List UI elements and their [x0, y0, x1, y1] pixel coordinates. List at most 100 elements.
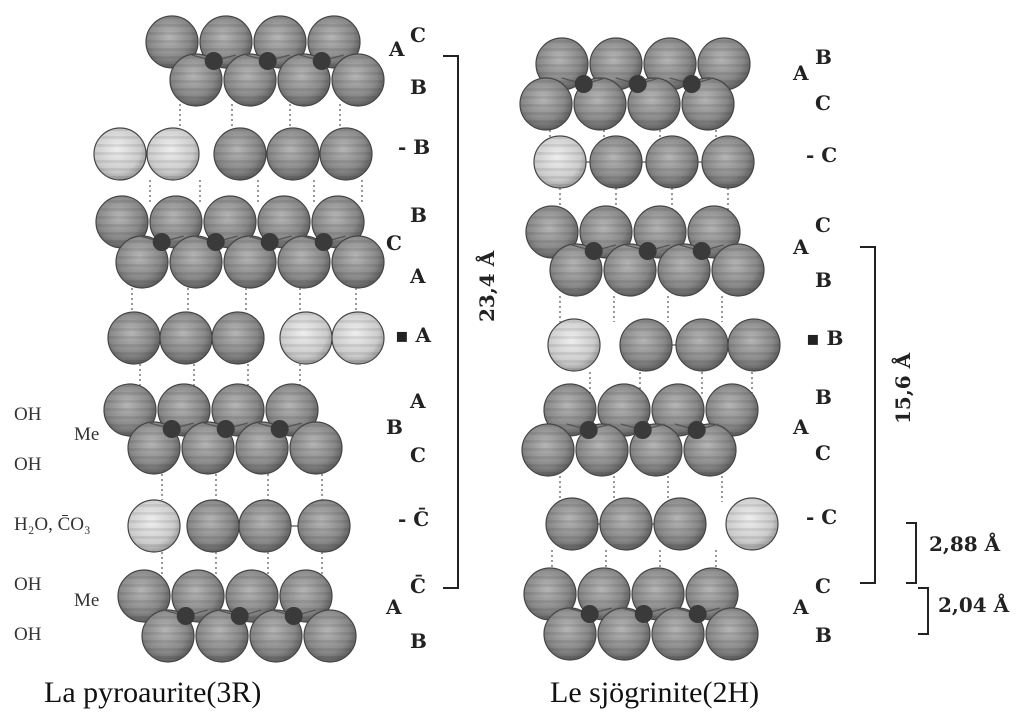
hydroxyl-atom: [651, 607, 705, 661]
anion-atom: [213, 127, 267, 181]
left-label-a1: A: [388, 37, 405, 61]
right-small-brackets: 2,88 Å 2,04 Å: [906, 522, 1010, 635]
anion-atom: [619, 318, 673, 372]
right-label-b3: B: [815, 268, 832, 292]
hydroxyl-atom: [521, 423, 575, 477]
hydroxyl-atom: [277, 235, 331, 289]
left-label-c5: C: [410, 443, 426, 467]
right-label-b5: B: [815, 385, 832, 409]
left-dimension-bracket: 23,4 Å: [443, 55, 499, 589]
anion-atom: [675, 318, 729, 372]
metal-atom: [152, 233, 171, 251]
anion-atom: [599, 497, 653, 551]
side-me-1: Me: [74, 424, 99, 445]
left-label-b7: B: [410, 629, 427, 653]
right-label-b4: ▪ B: [806, 326, 843, 350]
caption-sjogrinite: Le sjögrinite(2H): [550, 676, 759, 709]
caption-pyroaurite: La pyroaurite(3R): [44, 676, 261, 709]
hydroxyl-atom: [543, 607, 597, 661]
hydroxyl-atom: [169, 235, 223, 289]
hydroxyl-atom: [117, 569, 171, 623]
metal-atom: [633, 421, 652, 439]
water-molecule: [331, 311, 385, 365]
right-label-c1: C: [815, 91, 831, 115]
metal-atom: [692, 242, 711, 260]
hydroxyl-atom: [519, 77, 573, 131]
right-label-b1: B: [815, 45, 832, 69]
right-dimension-label: 15,6 Å: [891, 352, 915, 424]
hydroxyl-atom: [331, 53, 385, 107]
hydroxyl-atom: [535, 37, 589, 91]
hydroxyl-atom: [705, 383, 759, 437]
anion-atom: [645, 135, 699, 189]
dim-2-88: 2,88 Å: [929, 532, 1001, 556]
left-label-b1: B: [410, 75, 427, 99]
metal-atom: [312, 52, 331, 70]
anion-atom: [319, 127, 373, 181]
metal-atom: [580, 605, 599, 623]
side-h2o-co3: H₂O, C̄O₃: [14, 514, 91, 535]
right-layer-labels: A B C - C A C B ▪ B A B C - C A C B: [792, 45, 843, 647]
hydroxyl-atom: [523, 567, 577, 621]
left-layer-labels: A C B - B C B A ▪ A B A C - C̄ A C̄ B: [385, 23, 432, 653]
water-molecule: [127, 499, 181, 553]
metal-atom: [574, 75, 593, 93]
left-dimension-label: 23,4 Å: [475, 250, 499, 322]
hydroxyl-atom: [711, 243, 765, 297]
hydroxyl-atom: [525, 205, 579, 259]
metal-atom: [270, 420, 289, 438]
water-molecule: [146, 127, 200, 181]
hydroxyl-atom: [103, 383, 157, 437]
left-label-c1: C: [410, 23, 426, 47]
right-dimension-bracket: 15,6 Å: [860, 246, 915, 584]
left-side-labels: OH Me OH H₂O, C̄O₃ OH Me OH: [14, 404, 99, 645]
left-label-a5: A: [409, 389, 426, 413]
anion-atom: [107, 311, 161, 365]
side-oh-1: OH: [14, 404, 42, 425]
anion-atom: [545, 497, 599, 551]
side-me-2: Me: [74, 590, 99, 611]
metal-atom: [206, 233, 225, 251]
anion-atom: [186, 499, 240, 553]
hydroxyl-atom: [643, 37, 697, 91]
anion-atom: [266, 127, 320, 181]
metal-atom: [284, 607, 303, 625]
hydroxyl-atom: [597, 383, 651, 437]
anion-atom: [727, 318, 781, 372]
metal-atom: [638, 242, 657, 260]
side-oh-2: OH: [14, 454, 42, 475]
left-label-a3: A: [409, 264, 426, 288]
sjogrinite-structure: [519, 37, 781, 661]
anion-atom: [238, 499, 292, 553]
anion-atom: [653, 497, 707, 551]
hydroxyl-atom: [705, 607, 759, 661]
hydroxyl-atom: [543, 383, 597, 437]
metal-atom: [682, 75, 701, 93]
right-label-a1: A: [792, 61, 809, 85]
metal-atom: [204, 52, 223, 70]
side-oh-3: OH: [14, 574, 42, 595]
right-label-c3: C: [815, 213, 831, 237]
right-label-c7: C: [815, 574, 831, 598]
metal-atom: [176, 607, 195, 625]
left-label-c7: C̄: [410, 573, 426, 598]
left-label-a4: ▪ A: [395, 323, 432, 347]
hydroxyl-atom: [145, 15, 199, 69]
water-molecule: [279, 311, 333, 365]
water-molecule: [533, 135, 587, 189]
right-label-c5: C: [815, 441, 831, 465]
anion-atom: [589, 135, 643, 189]
anion-atom: [159, 311, 213, 365]
left-label-b2: - B: [398, 135, 430, 159]
left-label-c3: C: [386, 231, 402, 255]
metal-atom: [230, 607, 249, 625]
left-label-c6: - C̄: [398, 506, 429, 531]
water-molecule: [93, 127, 147, 181]
anion-atom: [297, 499, 351, 553]
hydroxyl-atom: [289, 421, 343, 475]
hydroxyl-atom: [115, 235, 169, 289]
hydroxyl-atom: [331, 235, 385, 289]
water-molecule: [725, 497, 779, 551]
right-label-a5: A: [792, 415, 809, 439]
metal-atom: [216, 420, 235, 438]
